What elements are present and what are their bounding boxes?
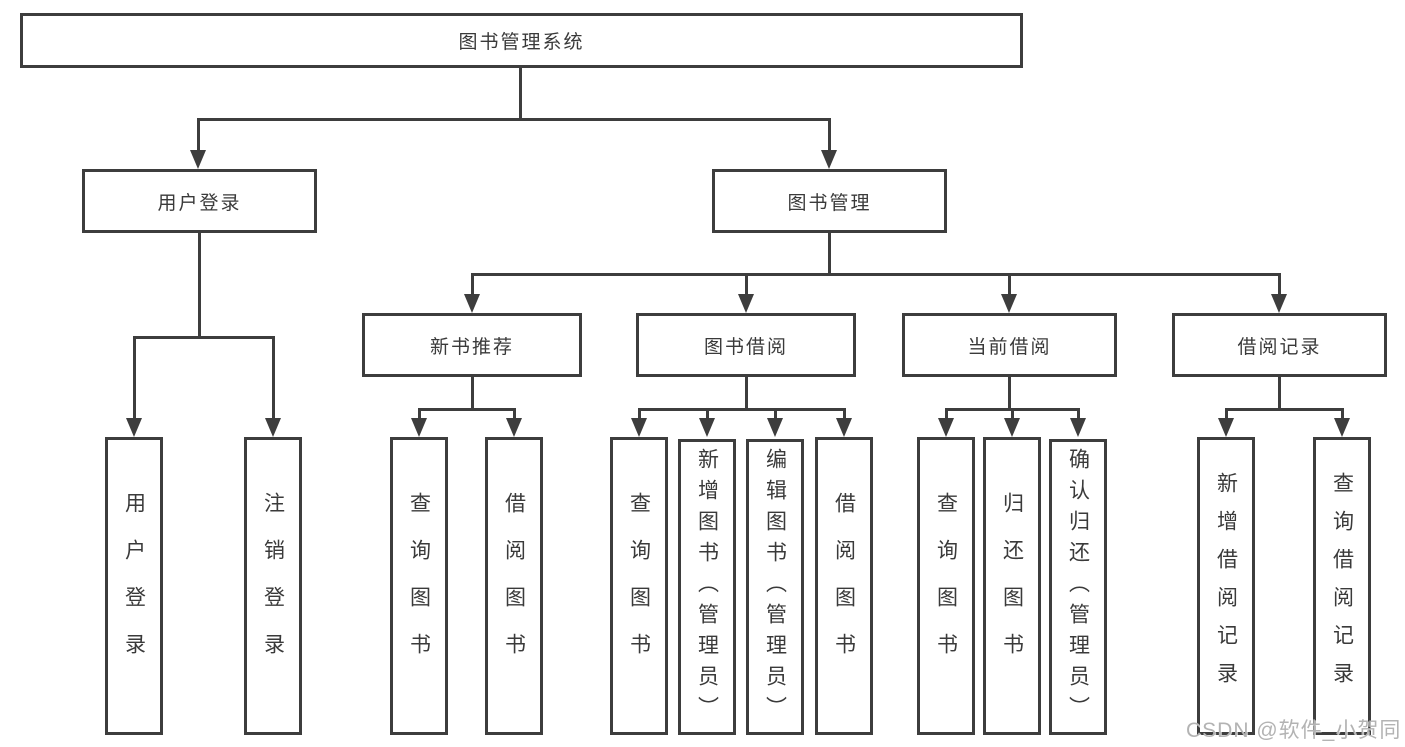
connector-drop <box>1225 408 1228 421</box>
arrow-down-icon <box>126 418 142 437</box>
connector-drop <box>843 408 846 421</box>
leaf-user-login: 用户登录 <box>105 437 163 735</box>
connector-level3-rail <box>471 273 1281 276</box>
connector-book-mgmt-drop <box>828 118 831 152</box>
arrow-down-icon <box>938 418 954 437</box>
arrow-down-icon <box>190 150 206 169</box>
leaf-user-login-label: 用户登录 <box>122 492 146 680</box>
leaf-borrow-borrow-book: 借阅图书 <box>815 437 873 735</box>
connector-drop <box>638 408 641 421</box>
node-book-borrow: 图书借阅 <box>636 313 856 377</box>
leaf-current-return-book-label: 归还图书 <box>1000 492 1024 680</box>
connector-drop <box>706 408 709 421</box>
connector-user-login-drop <box>197 118 200 152</box>
node-user-login-label: 用户登录 <box>157 192 242 214</box>
connector-drop <box>774 408 777 421</box>
node-current-borrow-label: 当前借阅 <box>967 336 1052 358</box>
arrow-down-icon <box>265 418 281 437</box>
connector-level2-rail <box>197 118 831 121</box>
connector-drop <box>272 336 275 420</box>
node-book-borrow-label: 图书借阅 <box>703 336 788 358</box>
arrow-down-icon <box>836 418 852 437</box>
connector-drop <box>745 273 748 296</box>
arrow-down-icon <box>1334 418 1350 437</box>
connector-root-stem <box>519 68 522 118</box>
leaf-record-add: 新增借阅记录 <box>1197 437 1255 735</box>
leaf-borrow-edit-book-label: 编辑图书（管理员） <box>763 447 787 727</box>
connector-user-login-stem <box>198 233 201 336</box>
node-user-login: 用户登录 <box>82 169 317 233</box>
arrow-down-icon <box>1001 294 1017 313</box>
connector-drop <box>133 336 136 420</box>
node-current-borrow: 当前借阅 <box>902 313 1117 377</box>
arrow-down-icon <box>1070 418 1086 437</box>
arrow-down-icon <box>699 418 715 437</box>
connector-new-book-rec-stem <box>471 377 474 410</box>
leaf-borrow-add-book-label: 新增图书（管理员） <box>695 447 719 727</box>
connector-drop <box>471 273 474 296</box>
leaf-current-query-book-label: 查询图书 <box>934 492 958 680</box>
arrow-down-icon <box>821 150 837 169</box>
node-book-mgmt: 图书管理 <box>712 169 947 233</box>
connector-current-borrow-stem <box>1008 377 1011 410</box>
connector-rail <box>418 408 516 411</box>
leaf-borrow-edit-book: 编辑图书（管理员） <box>746 439 804 735</box>
node-borrow-record-label: 借阅记录 <box>1237 336 1322 358</box>
node-borrow-record: 借阅记录 <box>1172 313 1387 377</box>
leaf-borrow-borrow-book-label: 借阅图书 <box>832 492 856 680</box>
node-root-label: 图书管理系统 <box>458 32 585 53</box>
arrow-down-icon <box>1218 418 1234 437</box>
connector-drop <box>418 408 421 421</box>
leaf-logout: 注销登录 <box>244 437 302 735</box>
leaf-rec-query-book: 查询图书 <box>390 437 448 735</box>
arrow-down-icon <box>464 294 480 313</box>
leaf-current-confirm-return-label: 确认归还（管理员） <box>1066 447 1090 727</box>
leaf-current-confirm-return: 确认归还（管理员） <box>1049 439 1107 735</box>
arrow-down-icon <box>1271 294 1287 313</box>
arrow-down-icon <box>631 418 647 437</box>
leaf-logout-label: 注销登录 <box>261 492 285 680</box>
arrow-down-icon <box>1004 418 1020 437</box>
connector-drop <box>1077 408 1080 421</box>
leaf-record-add-label: 新增借阅记录 <box>1214 472 1238 700</box>
leaf-borrow-add-book: 新增图书（管理员） <box>678 439 736 735</box>
connector-drop <box>1341 408 1344 421</box>
arrow-down-icon <box>506 418 522 437</box>
connector-rail <box>1225 408 1344 411</box>
arrow-down-icon <box>738 294 754 313</box>
arrow-down-icon <box>767 418 783 437</box>
connector-book-borrow-stem <box>745 377 748 410</box>
leaf-rec-borrow-book: 借阅图书 <box>485 437 543 735</box>
connector-book-mgmt-stem <box>828 233 831 275</box>
node-root: 图书管理系统 <box>20 13 1023 68</box>
connector-rail <box>638 408 846 411</box>
node-new-book-rec-label: 新书推荐 <box>429 336 514 358</box>
connector-borrow-record-stem <box>1278 377 1281 410</box>
leaf-borrow-query-book-label: 查询图书 <box>627 492 651 680</box>
connector-drop <box>1278 273 1281 296</box>
connector-user-login-rail <box>133 336 275 339</box>
connector-drop <box>945 408 948 421</box>
arrow-down-icon <box>411 418 427 437</box>
connector-drop <box>1008 273 1011 296</box>
connector-drop <box>513 408 516 421</box>
connector-drop <box>1011 408 1014 421</box>
node-book-mgmt-label: 图书管理 <box>787 192 872 214</box>
leaf-borrow-query-book: 查询图书 <box>610 437 668 735</box>
csdn-watermark: CSDN @软件_小贺同学 <box>1186 719 1402 742</box>
leaf-rec-query-book-label: 查询图书 <box>407 492 431 680</box>
leaf-record-query: 查询借阅记录 <box>1313 437 1371 735</box>
leaf-rec-borrow-book-label: 借阅图书 <box>502 492 526 680</box>
node-new-book-rec: 新书推荐 <box>362 313 582 377</box>
leaf-current-query-book: 查询图书 <box>917 437 975 735</box>
leaf-record-query-label: 查询借阅记录 <box>1330 472 1354 700</box>
leaf-current-return-book: 归还图书 <box>983 437 1041 735</box>
